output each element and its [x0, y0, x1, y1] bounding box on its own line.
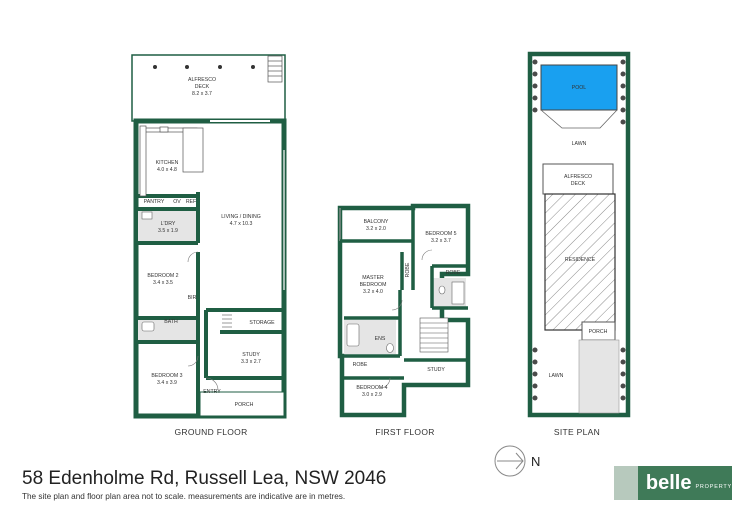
brand-logo: belle PROPERTY: [614, 466, 732, 500]
deck-stairs: [267, 55, 283, 83]
residence-label: RESIDENCE: [565, 257, 596, 263]
study-label-first: STUDY: [427, 367, 445, 373]
robe-label-vertical: ROBE: [405, 262, 411, 277]
logo-accent-block: [614, 466, 638, 500]
bedroom-3-label: BEDROOM 3: [151, 373, 182, 379]
first-floor-title: FIRST FLOOR: [375, 427, 434, 437]
compass-north-label: N: [531, 454, 540, 469]
master-size: 3.2 x 4.0: [363, 289, 383, 295]
scale-disclaimer: The site plan and floor plan area not to…: [22, 492, 346, 501]
alfresco-size: 8.2 x 3.7: [192, 91, 212, 97]
compass-arrow-icon: [497, 452, 524, 470]
first-outer-wall: [337, 203, 471, 418]
bathroom-toilet: [438, 285, 446, 295]
site-plan-title: SITE PLAN: [554, 427, 600, 437]
bir-label: BIR: [188, 295, 197, 301]
bedroom-2-size: 3.4 x 3.5: [153, 280, 173, 286]
alfresco-label: ALFRESCO: [188, 77, 216, 83]
site-plan: POOL LAWN ALFRESCO DECK RESIDENCE PORCH …: [527, 51, 631, 437]
site-residence: [544, 193, 616, 331]
robe-label-bed4: ROBE: [353, 362, 368, 368]
alfresco-label-2: DECK: [195, 84, 210, 90]
alfresco-deck-area: [131, 54, 286, 122]
porch-label: PORCH: [235, 402, 254, 408]
fridge-label: REF: [186, 199, 196, 205]
entry-label: ENTRY: [203, 389, 221, 395]
bath-label: BATH: [164, 319, 178, 325]
storage-label: STORAGE: [249, 320, 275, 326]
site-alfresco: [542, 163, 614, 195]
compass-circle: [494, 445, 526, 477]
bedroom-4-label: BEDROOM 4: [356, 385, 387, 391]
kitchen-label: KITCHEN: [156, 160, 179, 166]
pool-label: POOL: [572, 85, 587, 91]
oven-label: OV: [173, 199, 181, 205]
ground-interior-walls: [136, 192, 284, 416]
bath-basin: [141, 321, 155, 332]
bedroom-5-label: BEDROOM 5: [425, 231, 456, 237]
robe-label-bed5: ROBE: [446, 270, 461, 276]
laundry-tub: [141, 211, 153, 220]
site-alfresco-label: ALFRESCO: [564, 174, 592, 180]
first-floor-plan: BALCONY 3.2 x 2.0 BEDROOM 5 3.2 x 3.7 MA…: [337, 203, 471, 437]
first-interior-walls: [340, 206, 468, 380]
laundry-size: 3.5 x 1.9: [158, 228, 178, 234]
site-porch-label: PORCH: [589, 329, 608, 335]
master-label: MASTER: [362, 275, 384, 281]
ensuite-shower: [346, 323, 360, 347]
driveway: [578, 339, 620, 414]
site-alfresco-label-2: DECK: [571, 181, 586, 187]
master-label-2: BEDROOM: [360, 282, 387, 288]
study-size: 3.3 x 2.7: [241, 359, 261, 365]
bedroom-4-size: 3.0 x 2.9: [362, 392, 382, 398]
laundry-label: L'DRY: [161, 221, 176, 227]
balcony-size: 3.2 x 2.0: [366, 226, 386, 232]
ground-floor-plan: ALFRESCO DECK 8.2 x 3.7 KITCHEN 4.0 x 4.…: [131, 54, 287, 437]
bedroom-3-size: 3.4 x 3.9: [157, 380, 177, 386]
pool-shape: [540, 64, 618, 111]
pantry-label: PANTRY: [144, 199, 165, 205]
lawn-top-label: LAWN: [572, 141, 587, 147]
property-address: 58 Edenholme Rd, Russell Lea, NSW 2046: [22, 468, 387, 489]
pool-edging: [540, 109, 618, 129]
deck-post: [251, 65, 255, 69]
door-swings: [187, 251, 219, 391]
living-size: 4.7 x 10.3: [230, 221, 253, 227]
first-stairs: [419, 317, 449, 353]
lawn-bottom-label: LAWN: [549, 373, 564, 379]
kitchen-bench: [139, 125, 204, 197]
ensuite-label: ENS: [375, 336, 386, 342]
deck-post: [185, 65, 189, 69]
living-label: LIVING / DINING: [221, 214, 261, 220]
bedroom-5-size: 3.2 x 3.7: [431, 238, 451, 244]
stair-under: [222, 314, 232, 328]
kitchen-size: 4.0 x 4.8: [157, 167, 177, 173]
first-door-swings: [379, 249, 433, 389]
deck-post: [153, 65, 157, 69]
logo-name: belle: [645, 471, 692, 494]
logo-subtitle: PROPERTY: [695, 483, 732, 490]
balcony-label: BALCONY: [364, 219, 389, 225]
logo-wordmark: belle PROPERTY: [637, 466, 732, 500]
bathroom-shower: [451, 281, 465, 305]
north-compass: N: [494, 445, 540, 477]
study-label: STUDY: [242, 352, 260, 358]
ensuite-toilet: [386, 343, 394, 353]
boundary-hedges: [532, 59, 626, 401]
deck-post: [218, 65, 222, 69]
bedroom-2-label: BEDROOM 2: [147, 273, 178, 279]
ground-floor-title: GROUND FLOOR: [174, 427, 247, 437]
porch-area: [199, 391, 285, 417]
